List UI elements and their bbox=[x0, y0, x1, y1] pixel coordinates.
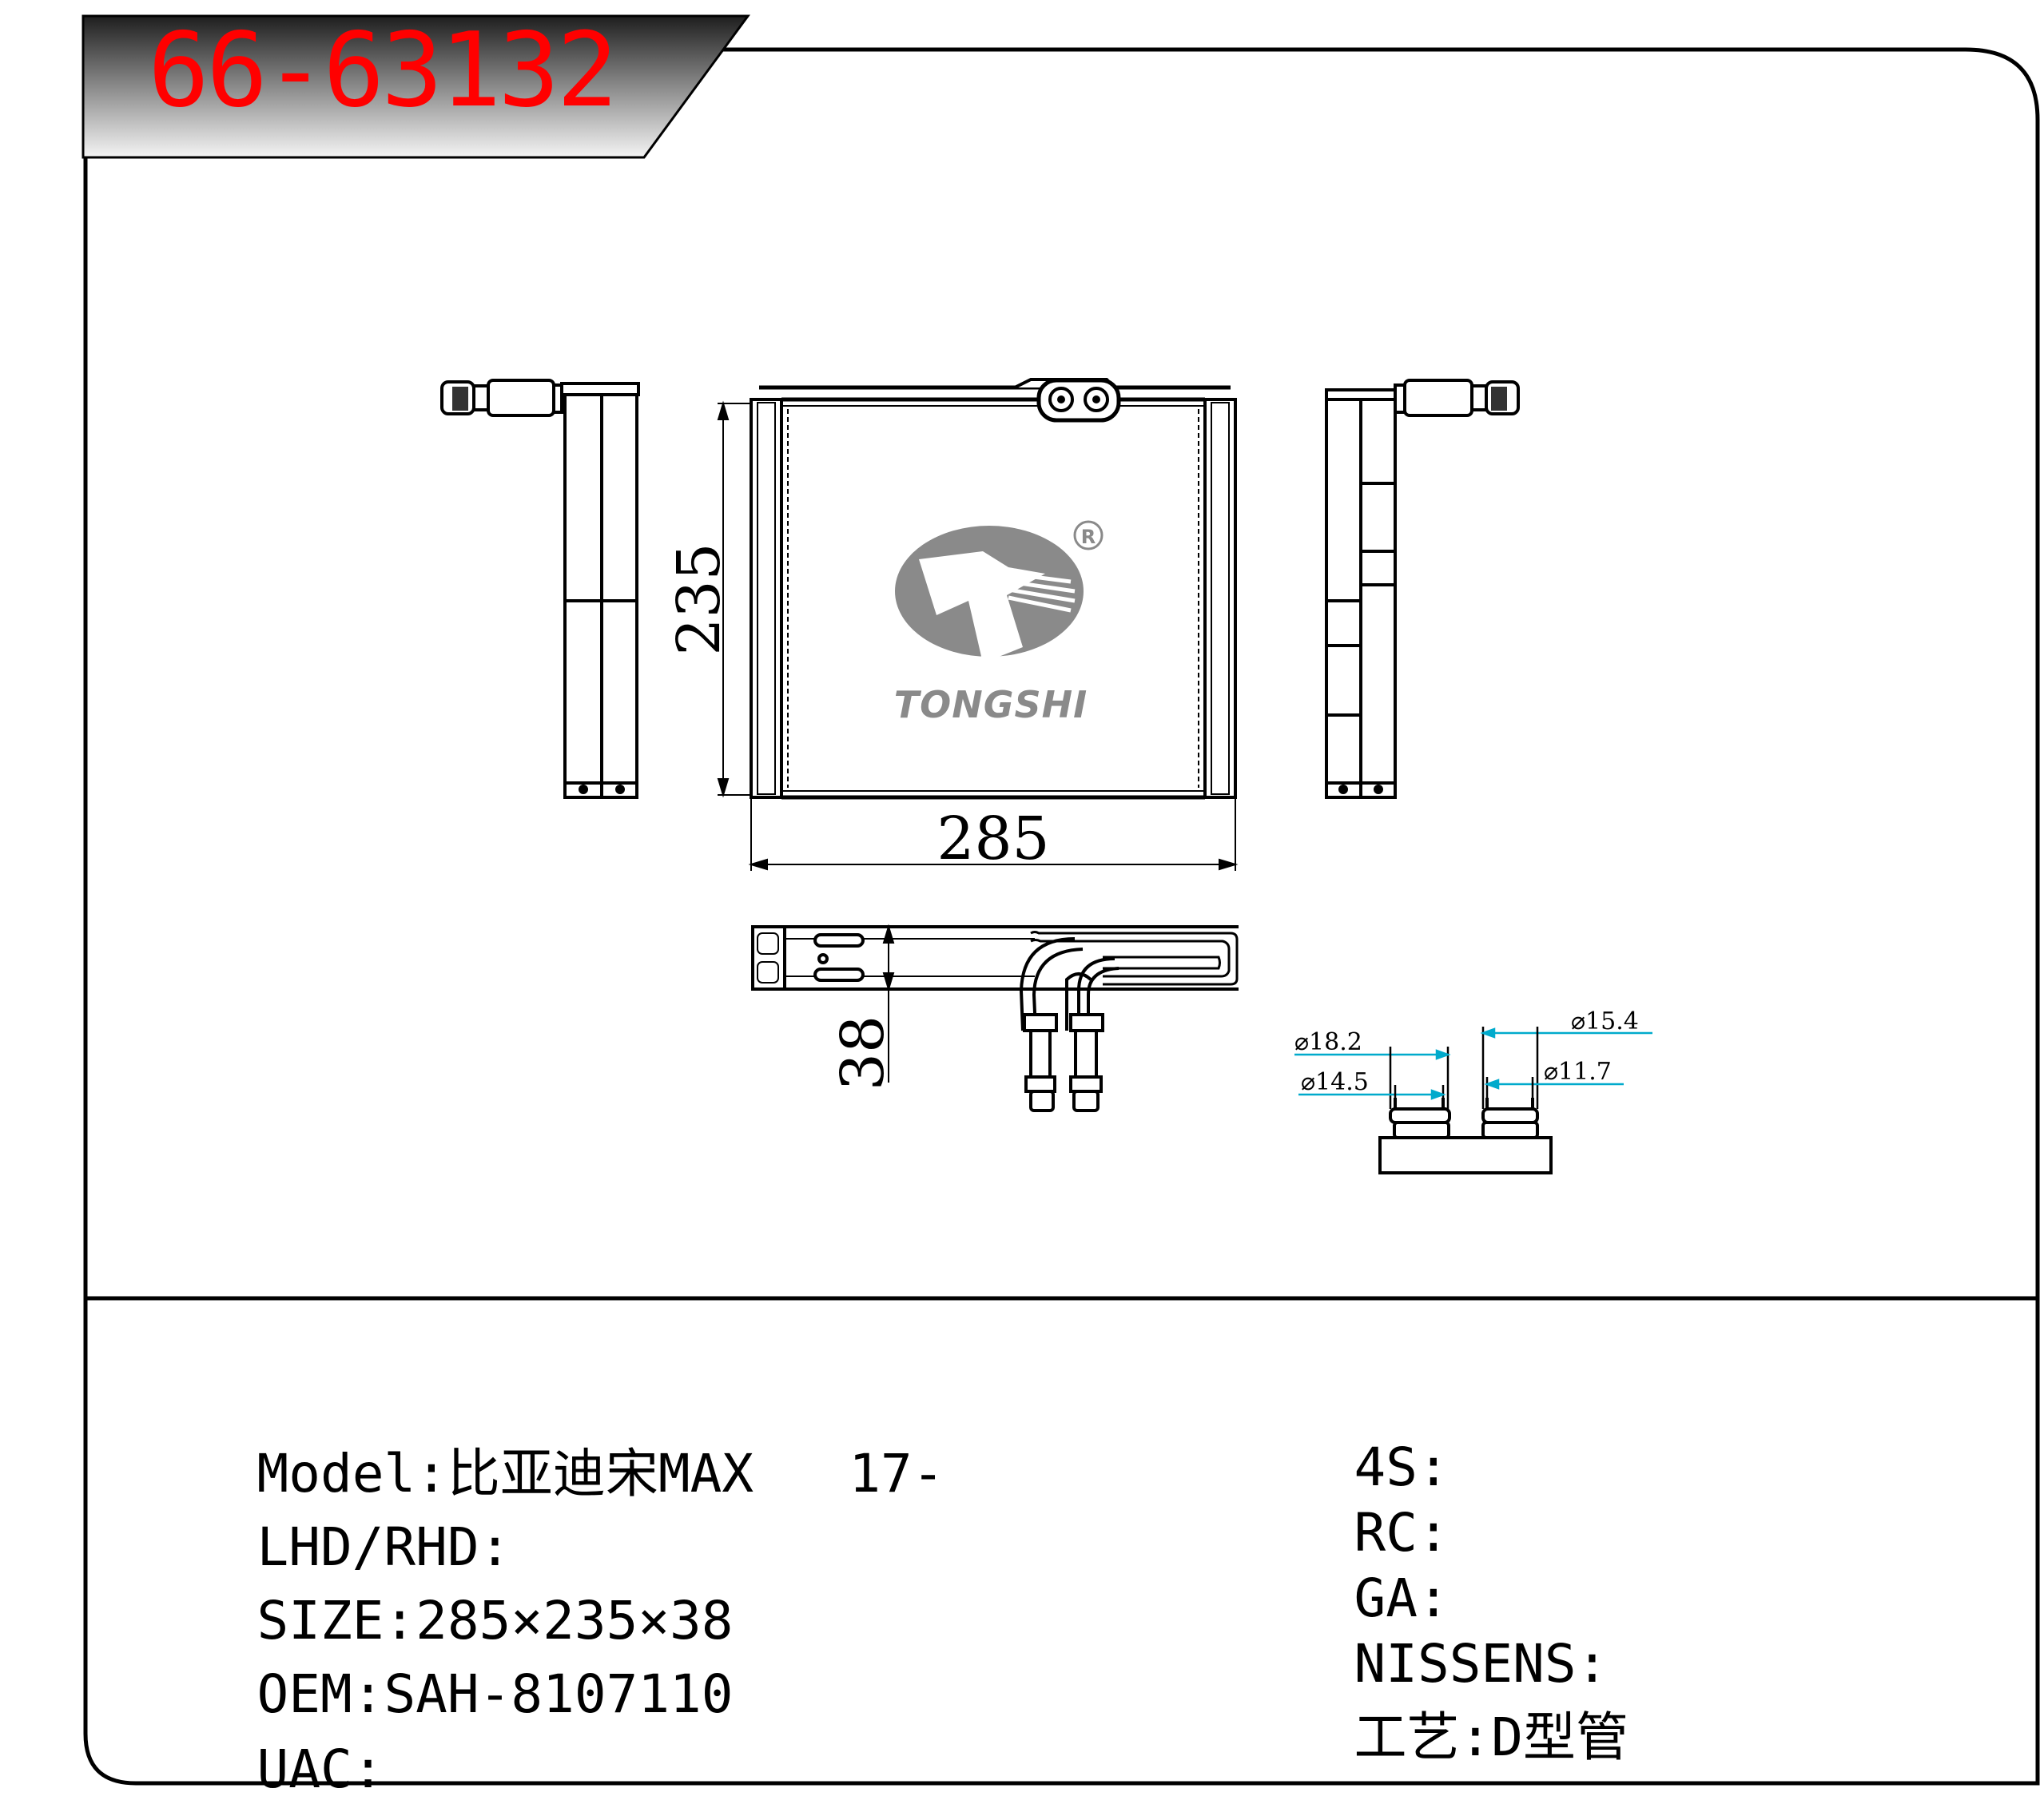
header-band bbox=[82, 14, 750, 159]
left-side-view bbox=[440, 379, 640, 799]
tongshi-logo-icon bbox=[895, 526, 1084, 663]
spec-rc-label: RC: bbox=[1354, 1502, 1449, 1564]
spec-model-label: Model: bbox=[256, 1443, 447, 1504]
part-number: 66-63132 bbox=[148, 11, 618, 130]
spec-oem-value: SAH-8107110 bbox=[384, 1663, 734, 1725]
spec-oem-label: OEM: bbox=[256, 1663, 384, 1725]
spec-process: 工艺:D型管 bbox=[1290, 1659, 1628, 1764]
inner-diameter-right: ⌀11.7 bbox=[1544, 1058, 1612, 1086]
spec-nissens-label: NISSENS: bbox=[1354, 1633, 1609, 1695]
spec-model: Model:比亚迪宋MAX 17- bbox=[193, 1395, 944, 1500]
spec-size: SIZE:285×235×38 bbox=[193, 1542, 733, 1647]
depth-dimension bbox=[882, 924, 895, 1083]
spec-model-value: 比亚迪宋MAX 17- bbox=[447, 1443, 944, 1504]
spec-ga-label: GA: bbox=[1354, 1568, 1449, 1629]
spec-4s-label: 4S: bbox=[1354, 1436, 1449, 1498]
spec-size-value: 285×235×38 bbox=[416, 1590, 734, 1651]
spec-lhd-rhd-label: LHD/RHD: bbox=[256, 1516, 511, 1578]
spec-ga: GA: bbox=[1290, 1520, 1449, 1625]
spec-lhd-rhd: LHD/RHD: bbox=[193, 1468, 511, 1574]
registered-mark: R bbox=[1081, 526, 1096, 548]
registered-mark-circle bbox=[1073, 520, 1104, 550]
spec-process-value: D型管 bbox=[1491, 1707, 1628, 1768]
inner-diameter-left: ⌀14.5 bbox=[1301, 1068, 1369, 1096]
height-dimension-label: 235 bbox=[665, 542, 734, 655]
outer-diameter-left: ⌀18.2 bbox=[1294, 1028, 1362, 1056]
front-view bbox=[750, 378, 1237, 800]
spec-uac-label: UAC: bbox=[256, 1738, 384, 1800]
spec-process-label: 工艺: bbox=[1354, 1707, 1492, 1768]
top-view bbox=[751, 925, 1239, 1112]
spec-uac: UAC: bbox=[193, 1691, 384, 1796]
spec-nissens: NISSENS: bbox=[1290, 1585, 1608, 1691]
spec-oem: OEM:SAH-8107110 bbox=[193, 1615, 733, 1721]
spec-size-label: SIZE: bbox=[256, 1590, 416, 1651]
pipe-diameter-dimensions bbox=[1294, 1027, 1652, 1109]
width-dimension-label: 285 bbox=[937, 805, 1049, 873]
depth-dimension-label: 38 bbox=[829, 1015, 897, 1091]
spec-rc: RC: bbox=[1290, 1454, 1449, 1560]
outer-diameter-right: ⌀15.4 bbox=[1571, 1007, 1639, 1035]
sheet-border bbox=[83, 47, 2040, 1786]
pipe-fitting-detail bbox=[1378, 1098, 1553, 1174]
brand-name: TONGSHI bbox=[894, 683, 1088, 726]
front-dimensions bbox=[717, 400, 1239, 871]
spec-4s: 4S: bbox=[1290, 1389, 1449, 1494]
right-side-view bbox=[1325, 379, 1520, 799]
